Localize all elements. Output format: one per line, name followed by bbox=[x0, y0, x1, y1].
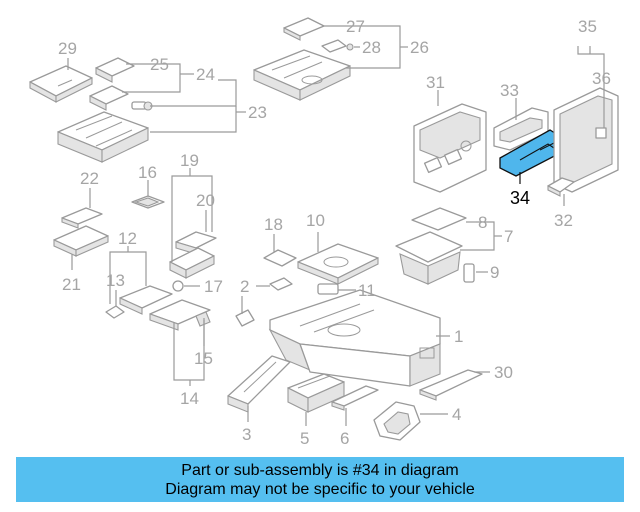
callout-9: 9 bbox=[490, 263, 499, 282]
part-10 bbox=[297, 243, 379, 285]
part-28 bbox=[321, 39, 354, 53]
banner-line-2: Diagram may not be specific to your vehi… bbox=[165, 480, 475, 498]
leader-14 bbox=[173, 318, 205, 381]
callout-35: 35 bbox=[578, 17, 597, 36]
leader-35 bbox=[577, 46, 605, 90]
part-18 bbox=[263, 249, 297, 267]
parts-diagram: 29 25 24 23 27 28 26 31 33 34 35 36 32 2… bbox=[29, 17, 619, 448]
callout-20: 20 bbox=[196, 191, 215, 210]
callout-17: 17 bbox=[204, 277, 223, 296]
part-13 bbox=[105, 305, 125, 319]
callout-33: 33 bbox=[500, 81, 519, 100]
part-30 bbox=[419, 369, 483, 401]
part-23 bbox=[57, 101, 153, 163]
callout-11: 11 bbox=[358, 281, 376, 300]
part-2b bbox=[269, 277, 293, 291]
callout-1: 1 bbox=[454, 327, 463, 346]
banner-line-1: Part or sub-assembly is #34 in diagram bbox=[181, 461, 459, 479]
part-3 bbox=[227, 355, 291, 413]
callout-19: 19 bbox=[180, 151, 199, 170]
callout-22: 22 bbox=[80, 169, 99, 188]
callout-2: 2 bbox=[240, 277, 249, 296]
callout-15: 15 bbox=[194, 349, 213, 368]
part-8 bbox=[411, 207, 467, 231]
callout-24: 24 bbox=[196, 65, 215, 84]
callout-21: 21 bbox=[62, 275, 81, 294]
callout-30: 30 bbox=[494, 363, 513, 382]
part-15 bbox=[149, 299, 211, 331]
callout-6: 6 bbox=[340, 429, 349, 448]
part-16 bbox=[131, 195, 165, 209]
part-35 bbox=[553, 87, 619, 193]
part-4 bbox=[373, 401, 421, 441]
callout-7: 7 bbox=[504, 227, 513, 246]
part-36 bbox=[595, 127, 607, 139]
part-25 bbox=[89, 57, 135, 111]
part-12 bbox=[119, 285, 173, 315]
callout-27: 27 bbox=[346, 17, 365, 36]
callout-8: 8 bbox=[478, 213, 487, 232]
callout-4: 4 bbox=[452, 405, 461, 424]
part-9 bbox=[463, 263, 475, 283]
callout-36: 36 bbox=[592, 69, 611, 88]
part-29 bbox=[29, 65, 93, 103]
leader-24 bbox=[122, 63, 181, 93]
callout-34: 34 bbox=[510, 188, 530, 208]
leader-7 bbox=[460, 221, 495, 251]
callout-29: 29 bbox=[58, 39, 77, 58]
callout-14: 14 bbox=[180, 389, 199, 408]
callout-3: 3 bbox=[242, 425, 251, 444]
part-31 bbox=[413, 103, 487, 193]
part-22 bbox=[61, 207, 103, 229]
part-1 bbox=[268, 289, 441, 387]
callout-labels: 29 25 24 23 27 28 26 31 33 34 35 36 32 2… bbox=[58, 17, 611, 448]
part-7 bbox=[395, 231, 463, 285]
leader-19 bbox=[171, 175, 213, 262]
part-21 bbox=[53, 225, 109, 257]
callout-28: 28 bbox=[362, 38, 381, 57]
part-27 bbox=[283, 17, 325, 41]
callout-13: 13 bbox=[106, 271, 125, 290]
part-19 bbox=[169, 247, 215, 279]
part-11 bbox=[317, 283, 339, 295]
part-6 bbox=[331, 385, 379, 411]
callout-32: 32 bbox=[554, 211, 573, 230]
callout-16: 16 bbox=[138, 163, 157, 182]
callout-31: 31 bbox=[426, 73, 445, 92]
leader-23 bbox=[150, 79, 237, 107]
part-32 bbox=[547, 177, 575, 197]
callout-26: 26 bbox=[410, 38, 429, 57]
info-banner: Part or sub-assembly is #34 in diagram D… bbox=[16, 457, 624, 502]
part-26 bbox=[253, 49, 351, 101]
callout-18: 18 bbox=[264, 215, 283, 234]
callout-23: 23 bbox=[248, 103, 267, 122]
part-2 bbox=[235, 309, 255, 327]
callout-12: 12 bbox=[118, 229, 137, 248]
callout-25: 25 bbox=[150, 55, 169, 74]
callout-10: 10 bbox=[306, 211, 325, 230]
part-17 bbox=[172, 280, 184, 292]
callout-5: 5 bbox=[300, 429, 309, 448]
